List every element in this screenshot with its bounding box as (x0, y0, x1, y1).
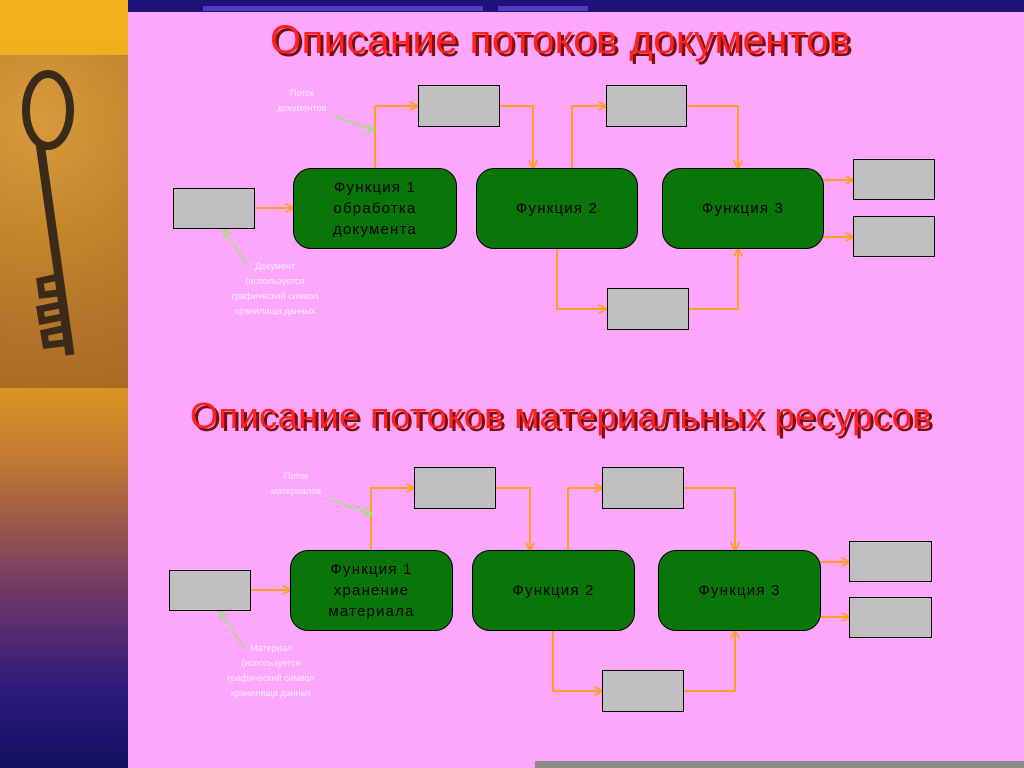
sidebar-decoration (0, 0, 128, 768)
arrow-doc-f1-top (374, 106, 417, 168)
doc-top-box-2 (606, 85, 687, 127)
arrow-doc-f2-bottom (556, 249, 606, 309)
arrow-doc-f2-top (571, 106, 606, 168)
mat-function-1: Функция 1 хранение материала (290, 550, 453, 631)
mat-top-box-2 (602, 467, 684, 509)
pointer-doc-source (224, 230, 249, 267)
mat-top-box-1 (414, 467, 496, 509)
doc-output-box-1 (853, 159, 935, 200)
arrow-mat-top-f3 (684, 487, 735, 550)
doc-top-box-1 (418, 85, 500, 127)
pointer-mat-source (220, 612, 245, 649)
mat-bottom-box (602, 670, 684, 712)
title-documents: Описание потоков документов (270, 18, 851, 62)
arrow-doc-top-f2 (500, 105, 533, 168)
arrow-mat-f2-top (567, 488, 602, 550)
title-materials: Описание потоков материальных ресурсов (190, 395, 932, 436)
mat-function-3: Функция 3 (658, 550, 821, 631)
arrow-mat-top-f2 (496, 487, 530, 550)
key-photo (0, 55, 128, 388)
arrow-mat-f1-top (370, 488, 414, 550)
arrow-mat-bottom-f3 (684, 631, 735, 692)
mat-source-note: Материал (используется графический симво… (227, 643, 315, 698)
doc-function-1: Функция 1 обработка документа (293, 168, 457, 249)
mat-flow-label: Поток материалов (270, 471, 322, 496)
doc-flow-label: Поток документов (277, 88, 327, 113)
pointer-doc-flow (333, 115, 374, 130)
arrow-doc-top-f3 (687, 105, 738, 168)
mat-output-box-1 (849, 541, 932, 582)
key-icon (22, 70, 75, 356)
mat-output-box-2 (849, 597, 932, 638)
arrow-doc-bottom-f3 (689, 249, 738, 310)
doc-bottom-box (607, 288, 689, 330)
doc-source-note: Документ (используется графический симво… (231, 261, 319, 316)
doc-function-3: Функция 3 (662, 168, 824, 249)
doc-function-2: Функция 2 (476, 168, 638, 249)
mat-function-2: Функция 2 (472, 550, 635, 631)
arrow-mat-f2-bottom (552, 631, 602, 691)
bottom-bar (535, 761, 1024, 768)
pointer-mat-flow (329, 499, 371, 514)
doc-output-box-2 (853, 216, 935, 257)
mat-source-box (169, 570, 251, 611)
top-band (128, 0, 1024, 12)
doc-source-box (173, 188, 255, 229)
